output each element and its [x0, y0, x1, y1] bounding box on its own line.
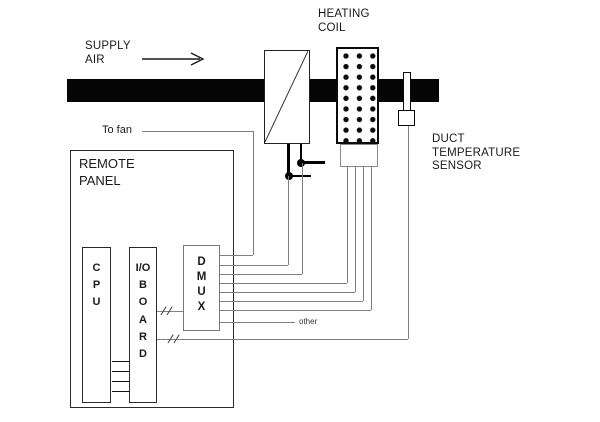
cpu-io-bus-line — [112, 361, 130, 363]
coil-header-box — [340, 144, 378, 167]
damper-diagonal-icon — [264, 50, 309, 143]
cpu-letter: C — [92, 262, 101, 274]
cpu-box: C P U — [82, 247, 111, 403]
dmux-box: D M U X — [183, 245, 220, 331]
io-board-letter: I/O — [135, 262, 151, 274]
dmux-output-wire — [220, 265, 288, 266]
cpu-io-bus-line — [112, 391, 130, 393]
dmux-output-wire — [220, 301, 363, 302]
to-fan-label: To fan — [102, 124, 132, 136]
dmux-letter: D — [197, 256, 206, 268]
temperature-sensor-probe — [403, 72, 411, 112]
heating-coil-box — [336, 47, 379, 144]
actuator-stem — [299, 144, 302, 163]
airflow-arrow-icon — [142, 52, 205, 66]
cpu-letter: P — [92, 279, 101, 292]
cpu-io-bus-line — [112, 371, 130, 373]
cpu-io-bus-line — [112, 381, 130, 383]
io-board-letter: A — [139, 313, 147, 326]
dmux-letter: M — [196, 271, 207, 283]
io-board-box: I/O B O A R D — [129, 247, 157, 403]
supply-air-duct — [67, 79, 439, 102]
sensor-wire — [157, 339, 408, 340]
actuator-arm — [288, 174, 311, 177]
coil-wire — [355, 167, 356, 292]
dmux-letter: X — [197, 301, 206, 313]
coil-wire — [371, 167, 372, 310]
dmux-output-wire — [220, 292, 355, 293]
actuator-stem — [287, 144, 290, 177]
to-fan-wire — [142, 131, 253, 132]
coil-wire — [363, 167, 364, 301]
temperature-sensor-body — [398, 110, 415, 126]
junction-node — [297, 158, 305, 167]
other-label: other — [299, 317, 318, 326]
dmux-letter: U — [197, 286, 206, 298]
to-fan-wire — [253, 131, 254, 255]
io-board-letter: B — [139, 279, 147, 292]
other-wire — [220, 322, 295, 323]
damper-box — [264, 50, 310, 144]
io-board-letter: D — [139, 348, 147, 361]
dmux-output-wire — [220, 274, 302, 275]
damper-wire — [302, 163, 303, 274]
dmux-output-wire — [220, 310, 371, 311]
actuator-arm — [300, 161, 325, 164]
sensor-wire — [408, 125, 409, 339]
io-board-letter: O — [138, 296, 148, 309]
damper-wire — [288, 176, 289, 265]
dmux-output-wire — [220, 255, 253, 256]
io-board-letter: R — [139, 330, 147, 343]
cpu-letter: U — [92, 296, 101, 309]
dmux-output-wire — [220, 283, 347, 284]
coil-wire — [347, 167, 348, 283]
